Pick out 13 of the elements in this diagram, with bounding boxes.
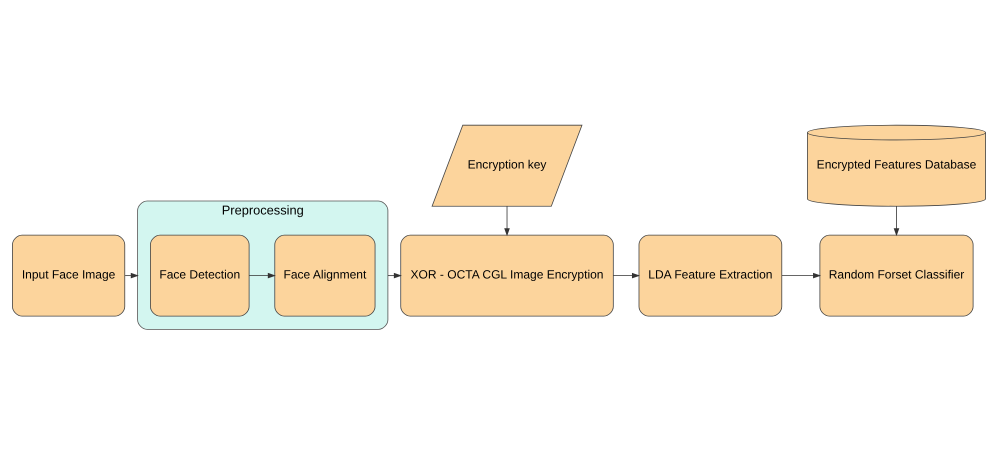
arrow: [249, 272, 276, 278]
node-box: Random Forset Classifier: [819, 234, 974, 317]
node-box: Input Face Image: [12, 234, 126, 317]
node-box: XOR - OCTA CGL Image Encryption: [400, 234, 614, 317]
arrow: [504, 206, 510, 236]
node-box: Face Detection: [150, 234, 250, 317]
arrow: [388, 272, 402, 278]
node-box: LDA Feature Extraction: [638, 234, 782, 317]
arrow: [613, 272, 640, 278]
arrow: [782, 272, 822, 278]
arrow: [124, 272, 139, 278]
arrow: [894, 206, 900, 236]
node-box: Face Alignment: [274, 234, 376, 317]
